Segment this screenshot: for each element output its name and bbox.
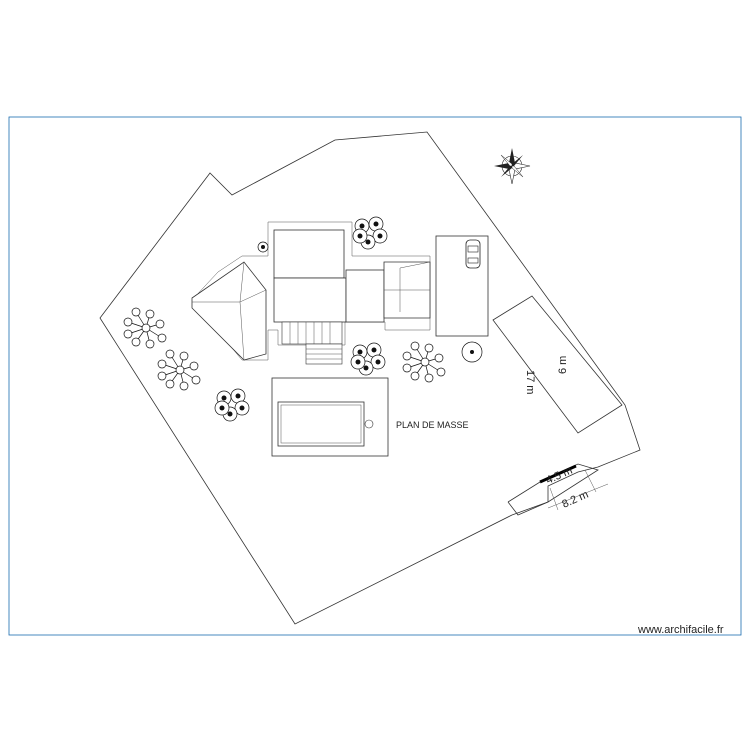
roof-hip bbox=[399, 261, 431, 269]
swimming-pool bbox=[277, 401, 365, 447]
tree-icon bbox=[350, 342, 386, 376]
swimming-pool-inner bbox=[280, 404, 362, 444]
parcel-boundary bbox=[99, 131, 641, 625]
roof-central-upper bbox=[273, 229, 345, 279]
tree-icon bbox=[257, 241, 269, 253]
roof-west-wing bbox=[191, 261, 267, 361]
roof-hip bbox=[239, 301, 245, 361]
trees-group bbox=[123, 216, 483, 422]
tree-icon bbox=[461, 341, 483, 363]
entrance-gate bbox=[539, 464, 577, 484]
plan-title: PLAN DE MASSE bbox=[396, 420, 469, 430]
tree-icon bbox=[214, 388, 250, 422]
roof-hip bbox=[239, 289, 267, 303]
dimension-entrance-width: 4.5 m bbox=[544, 465, 574, 487]
dimension-parking-width: 6 m bbox=[557, 356, 569, 374]
tree-icon bbox=[157, 349, 201, 391]
dimension-line bbox=[584, 469, 597, 493]
sheet-frame bbox=[8, 116, 742, 636]
roof-link bbox=[345, 269, 385, 323]
tree-icon bbox=[402, 341, 446, 383]
roof-hip bbox=[239, 261, 245, 303]
dimension-line bbox=[549, 487, 559, 511]
pool-steps bbox=[364, 419, 374, 429]
house-footprint bbox=[191, 221, 431, 361]
watermark: www.archifacile.fr bbox=[637, 624, 724, 636]
terrace-stairs bbox=[281, 321, 343, 365]
parking-area bbox=[492, 295, 623, 434]
dimension-parking-depth: 17 m bbox=[524, 370, 536, 394]
dimension-entrance-length: 8.2 m bbox=[560, 489, 590, 511]
tree-icon bbox=[123, 307, 167, 349]
pool-deck bbox=[271, 377, 389, 457]
tree-icon bbox=[352, 216, 388, 250]
compass-rose-icon bbox=[494, 148, 531, 185]
roof-central-lower bbox=[273, 277, 347, 323]
dimension-line bbox=[547, 483, 609, 509]
car-icon bbox=[465, 239, 481, 269]
